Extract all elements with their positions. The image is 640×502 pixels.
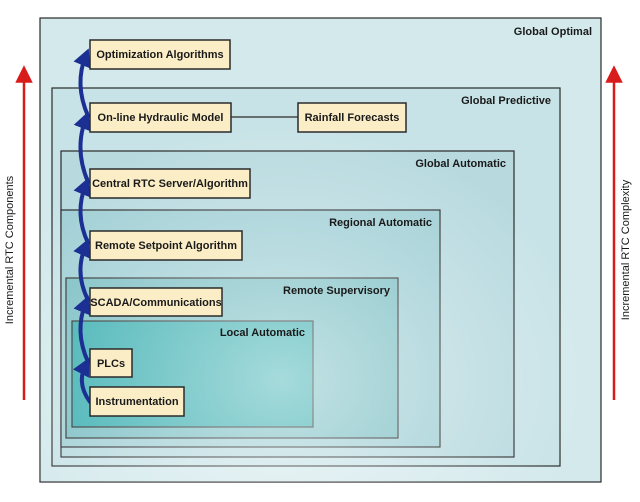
arrow-plcs-to-scada [73,295,91,364]
level-label-global-predictive: Global Predictive [461,95,551,107]
component-label-plcs: PLCs [97,358,125,370]
component-box-scada-communications [89,287,223,317]
component-box-remote-setpoint-algorithm [89,230,243,261]
component-box-plcs [89,348,133,378]
component-box-rainfall-forecasts [297,102,407,133]
component-box-optimization-algorithms [89,39,231,70]
right-axis-label: Incremental RTC Complexity [620,179,632,320]
component-label-central-rtc-server: Central RTC Server/Algorithm [92,178,248,190]
arrow-remote-setpoint-to-central [73,177,91,245]
component-box-instrumentation [89,386,185,417]
level-label-regional-automatic: Regional Automatic [329,217,432,229]
component-label-optimization-algorithms: Optimization Algorithms [96,49,223,61]
component-label-online-hydraulic-model: On-line Hydraulic Model [98,112,224,124]
component-label-rainfall-forecasts: Rainfall Forecasts [305,112,400,124]
arrow-hydraulic-to-optimization [73,48,91,118]
component-box-online-hydraulic-model [89,102,232,133]
component-label-remote-setpoint-algorithm: Remote Setpoint Algorithm [95,240,237,252]
level-label-global-optimal: Global Optimal [514,26,592,38]
left-axis-label: Incremental RTC Components [4,175,16,324]
component-box-central-rtc-server [89,168,251,199]
arrow-instrumentation-to-plcs [73,357,92,404]
component-label-instrumentation: Instrumentation [95,396,178,408]
level-label-local-automatic: Local Automatic [220,327,305,339]
level-label-global-automatic: Global Automatic [415,158,506,170]
arrow-central-to-hydraulic [73,111,91,184]
progression-arrows [73,48,92,404]
arrow-scada-to-remote-setpoint [73,238,90,302]
level-label-remote-supervisory: Remote Supervisory [283,285,391,297]
component-label-scada-communications: SCADA/Communications [90,297,221,309]
